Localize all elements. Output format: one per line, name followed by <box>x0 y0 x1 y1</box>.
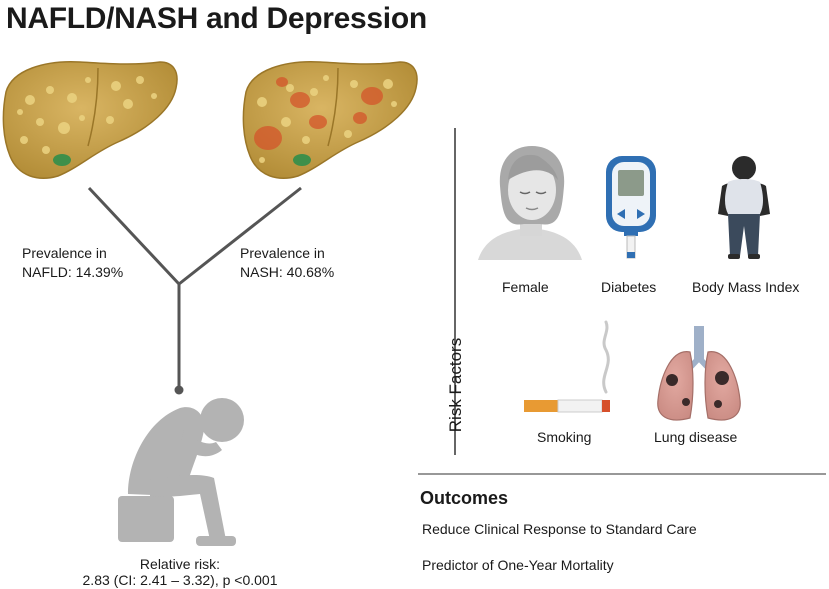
relative-risk-label: Relative risk: <box>139 556 221 572</box>
risk-factor-smoking: Smoking <box>537 429 592 445</box>
risk-factor-diabetes: Diabetes <box>601 279 657 295</box>
glucose-meter-icon <box>606 156 656 259</box>
nash-prevalence-line2: NASH: 40.68% <box>240 264 335 280</box>
risk-factor-female: Female <box>502 279 549 295</box>
body-silhouette-icon <box>718 156 770 259</box>
risk-factor-bmi: Body Mass Index <box>692 279 800 295</box>
nafld-prevalence-line2: NAFLD: 14.39% <box>22 264 124 280</box>
outcomes-heading: Outcomes <box>420 488 509 508</box>
outcome-item: Reduce Clinical Response to Standard Car… <box>422 521 697 537</box>
female-head-icon <box>478 146 582 260</box>
outcome-item: Predictor of One-Year Mortality <box>422 557 614 573</box>
lungs-icon <box>657 326 741 421</box>
nash-prevalence-line1: Prevalence in <box>240 245 325 261</box>
nafld-liver-icon <box>2 61 178 179</box>
nash-liver-icon <box>242 61 418 179</box>
cigarette-icon <box>524 320 610 413</box>
connector-endpoint <box>174 385 184 395</box>
nafld-prevalence-line1: Prevalence in <box>22 245 107 261</box>
page-title: NAFLD/NASH and Depression <box>6 2 427 35</box>
relative-risk-block: Relative risk: 2.83 (CI: 2.41 – 3.32), p… <box>60 556 300 588</box>
risk-factors-heading: Risk Factors <box>446 337 465 433</box>
risk-factor-lung-disease: Lung disease <box>654 429 738 445</box>
nash-prevalence-label: Prevalence in NASH: 40.68% <box>240 244 334 282</box>
relative-risk-value: 2.83 (CI: 2.41 – 3.32), p <0.001 <box>82 572 278 588</box>
prevalence-connector <box>87 186 302 388</box>
depressed-person-icon <box>118 398 244 546</box>
nafld-prevalence-label: Prevalence in NAFLD: 14.39% <box>22 244 123 282</box>
